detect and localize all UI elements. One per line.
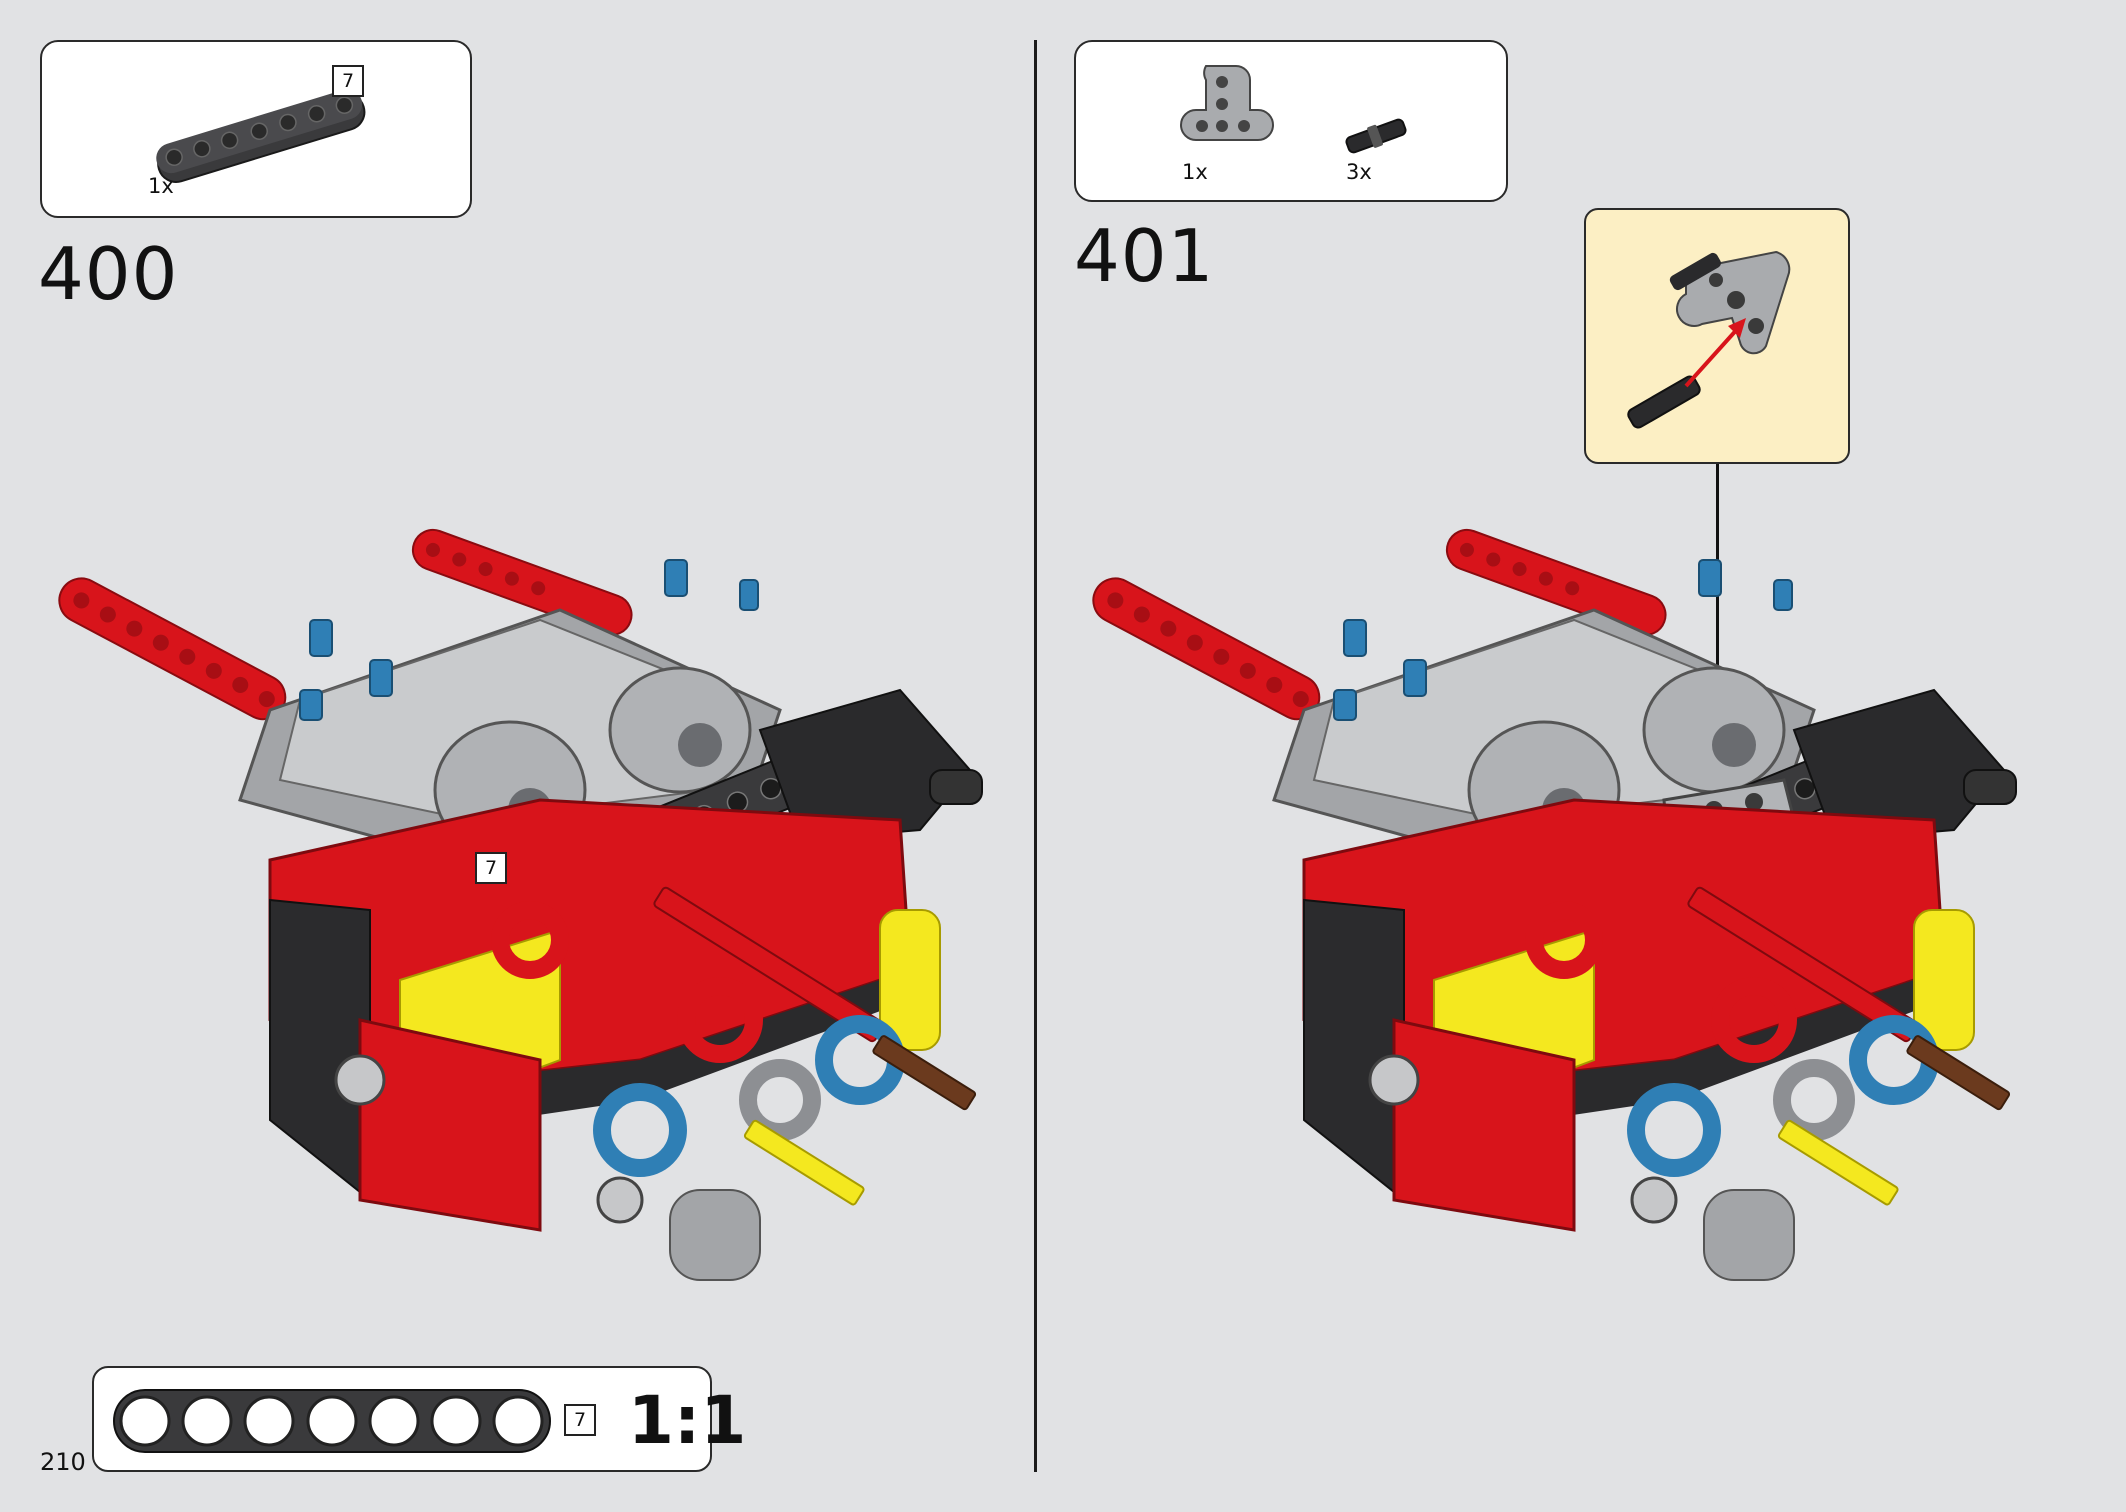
scale-beam-7-icon <box>113 1389 551 1453</box>
model-illustration-step-400 <box>58 528 983 1281</box>
scale-length-tag: 7 <box>564 1404 596 1436</box>
step-number: 400 <box>38 232 179 316</box>
beam-7-icon <box>156 89 366 183</box>
page-divider <box>1034 40 1037 1472</box>
page-number: 210 <box>40 1448 86 1476</box>
parts-box-step-400: 1x 7 <box>40 40 472 218</box>
model-illustration-step-401 <box>1092 528 2017 1281</box>
length-tag: 7 <box>332 65 364 97</box>
scale-ratio: 1:1 <box>628 1382 747 1459</box>
scale-reference-box: 7 1:1 <box>92 1366 746 1472</box>
model-length-tag: 7 <box>475 852 507 884</box>
part-qty-t-beam: 1x <box>1182 160 1208 184</box>
axle-pin-icon <box>1345 118 1407 154</box>
parts-box-step-401: 1x 3x <box>1074 40 1508 202</box>
sub-assembly-callout <box>1584 208 1850 464</box>
part-qty: 1x <box>148 174 174 198</box>
t-beam-icon <box>1180 65 1274 141</box>
callout-arrow-line <box>1716 464 1719 784</box>
part-qty-axle-pin: 3x <box>1346 160 1372 184</box>
insert-pin-illustration <box>1627 250 1791 429</box>
step-number: 401 <box>1074 214 1215 298</box>
